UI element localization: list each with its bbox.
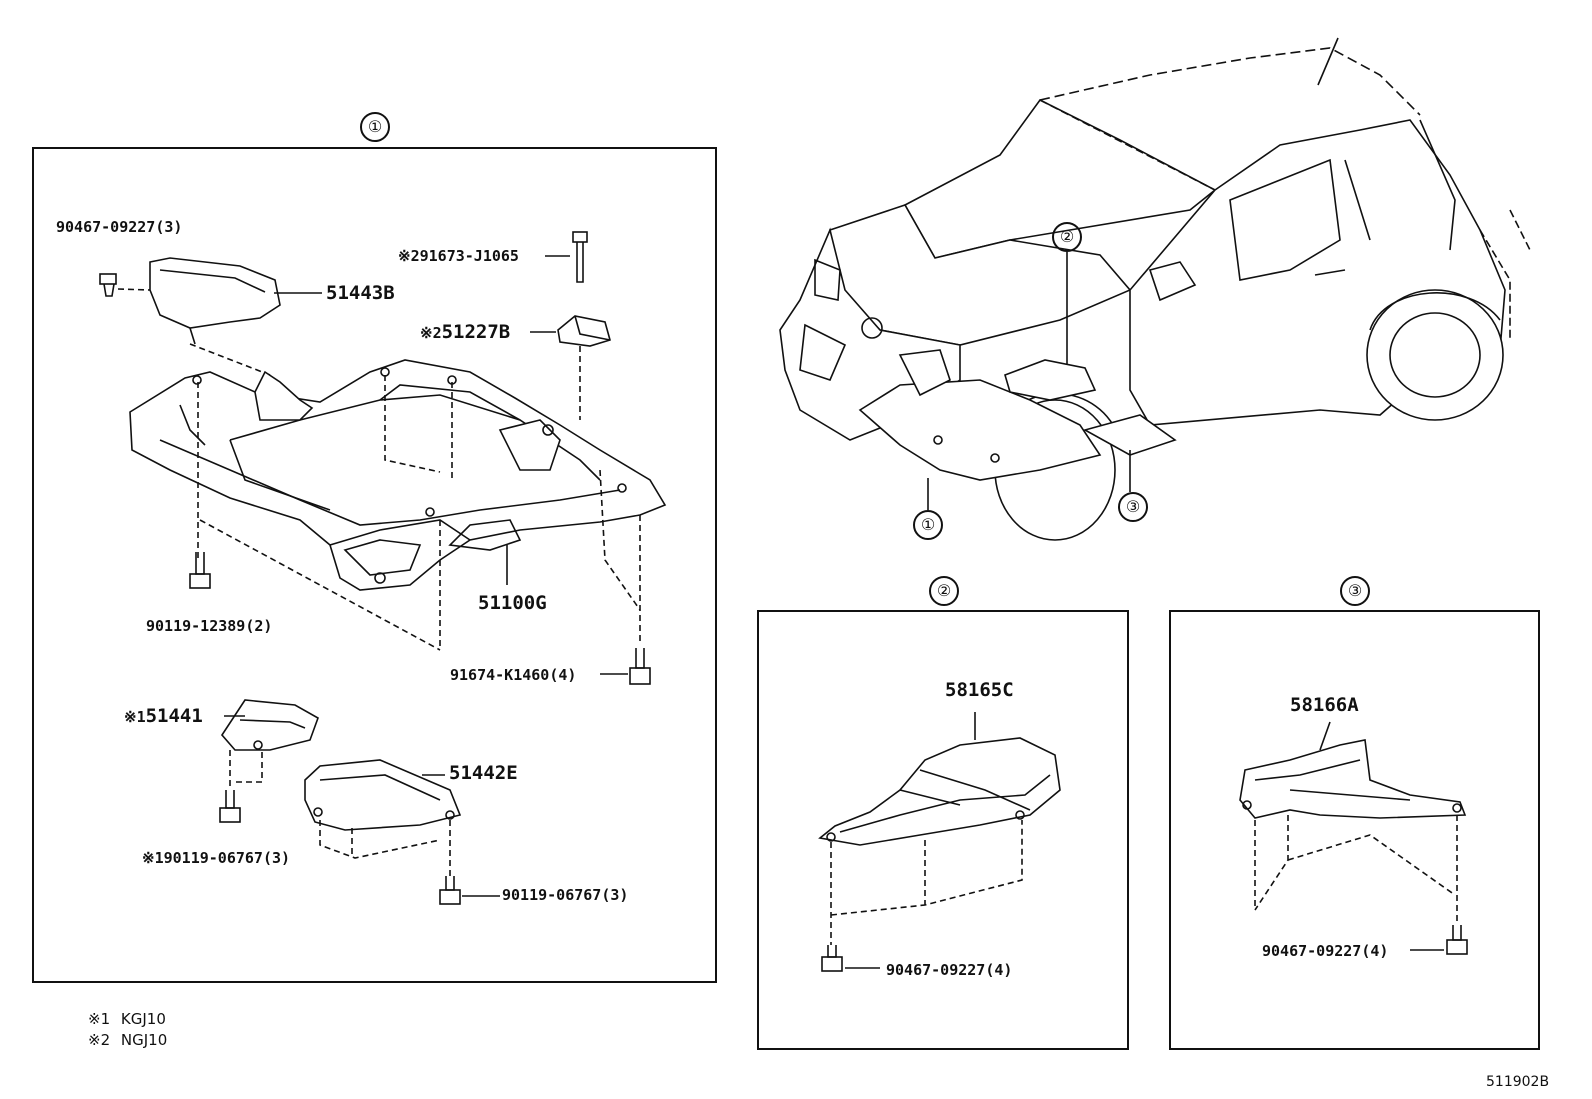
cover-58166a-drawing — [1239, 739, 1467, 819]
part-label-51443b[interactable]: 51443B — [326, 282, 395, 304]
part-label-51100g[interactable]: 51100G — [478, 592, 547, 614]
panel-1-marker: ① — [360, 112, 390, 142]
legend-code-2: NGJ10 — [120, 1031, 168, 1049]
note-mark-2: ※2 — [398, 247, 420, 265]
bolt-90119-06767-a-drawing — [219, 790, 241, 823]
vehicle-drawing — [779, 37, 1531, 541]
note-mark-1: ※1 — [142, 849, 164, 867]
plate-51441-drawing — [220, 699, 319, 751]
panel-2-frame — [757, 610, 1129, 1050]
part-number-91673: 91673-J1065 — [419, 247, 519, 265]
cover-58165c-drawing — [818, 737, 1061, 846]
bolt-90467-panel3-drawing — [1446, 925, 1468, 955]
part-number-90119-06767-a: 90119-06767(3) — [163, 849, 291, 867]
diagram-id: 511902B — [1486, 1074, 1550, 1090]
part-label-51441[interactable]: ※151441 — [124, 705, 203, 727]
note-mark-2: ※2 — [420, 324, 442, 342]
legend-row-2: ※2 NGJ10 — [88, 1031, 167, 1049]
part-label-91674-k1460[interactable]: 91674-K1460(4) — [450, 666, 577, 684]
part-label-51227b[interactable]: ※251227B — [420, 321, 510, 343]
panel-2-marker: ② — [929, 576, 959, 606]
bolt-90467-top-drawing — [99, 273, 117, 297]
panel-1-frame — [32, 147, 717, 983]
part-label-90467-09227-top[interactable]: 90467-09227(3) — [56, 218, 183, 236]
note-mark-1: ※1 — [124, 708, 146, 726]
vehicle-callout-2: ② — [1052, 222, 1082, 252]
bolt-91673-drawing — [572, 231, 588, 283]
legend-mark-1: ※1 — [88, 1010, 111, 1028]
plate-51442e-drawing — [304, 759, 462, 831]
bracket-51443b-drawing — [149, 257, 281, 345]
bolt-90119-12389-drawing — [189, 552, 211, 589]
vehicle-callout-3: ③ — [1118, 492, 1148, 522]
bolt-90467-panel2-drawing — [821, 945, 843, 972]
part-label-58166a[interactable]: 58166A — [1290, 694, 1359, 716]
bolt-91674-drawing — [629, 648, 651, 685]
part-label-91673-j1065[interactable]: ※291673-J1065 — [398, 247, 519, 265]
part-label-90119-06767-a[interactable]: ※190119-06767(3) — [142, 849, 290, 867]
part-label-90119-06767-b[interactable]: 90119-06767(3) — [502, 886, 629, 904]
vehicle-callout-1: ① — [913, 510, 943, 540]
bolt-90119-06767-b-drawing — [439, 876, 461, 905]
legend-mark-2: ※2 — [88, 1031, 111, 1049]
part-label-90467-09227-panel2[interactable]: 90467-09227(4) — [886, 961, 1013, 979]
part-number-51227b: 51227B — [441, 321, 511, 343]
stopper-51227b-drawing — [557, 315, 611, 347]
legend-code-1: KGJ10 — [120, 1010, 166, 1028]
part-number-51441: 51441 — [145, 705, 203, 727]
part-label-58165c[interactable]: 58165C — [945, 679, 1014, 701]
panel-3-frame — [1169, 610, 1540, 1050]
part-label-90467-09227-panel3[interactable]: 90467-09227(4) — [1262, 942, 1389, 960]
part-label-51442e[interactable]: 51442E — [449, 762, 518, 784]
legend-row-1: ※1 KGJ10 — [88, 1010, 166, 1028]
panel-3-marker: ③ — [1340, 576, 1370, 606]
part-label-90119-12389[interactable]: 90119-12389(2) — [146, 617, 273, 635]
